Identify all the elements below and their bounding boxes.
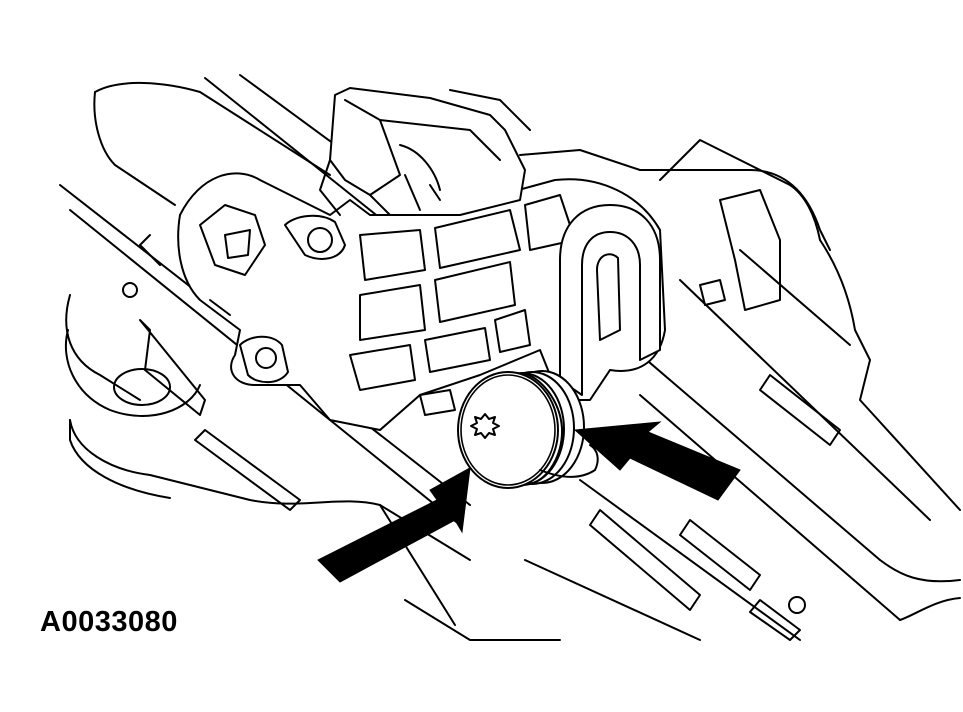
- housing-hole-icon: [789, 597, 805, 613]
- shift-bracket: [140, 88, 665, 430]
- figure-reference-code: A0033080: [40, 606, 178, 638]
- left-arrow-icon: [318, 468, 470, 582]
- torx-star-icon: [471, 414, 499, 438]
- grommet-assembly: [458, 371, 598, 488]
- bracket-hole-icon: [308, 228, 332, 252]
- screw-head: [458, 372, 558, 488]
- housing-slots: [140, 190, 840, 640]
- right-arrow-icon: [575, 422, 740, 500]
- mounting-boss: [66, 283, 200, 416]
- bracket-hole-icon: [256, 348, 276, 368]
